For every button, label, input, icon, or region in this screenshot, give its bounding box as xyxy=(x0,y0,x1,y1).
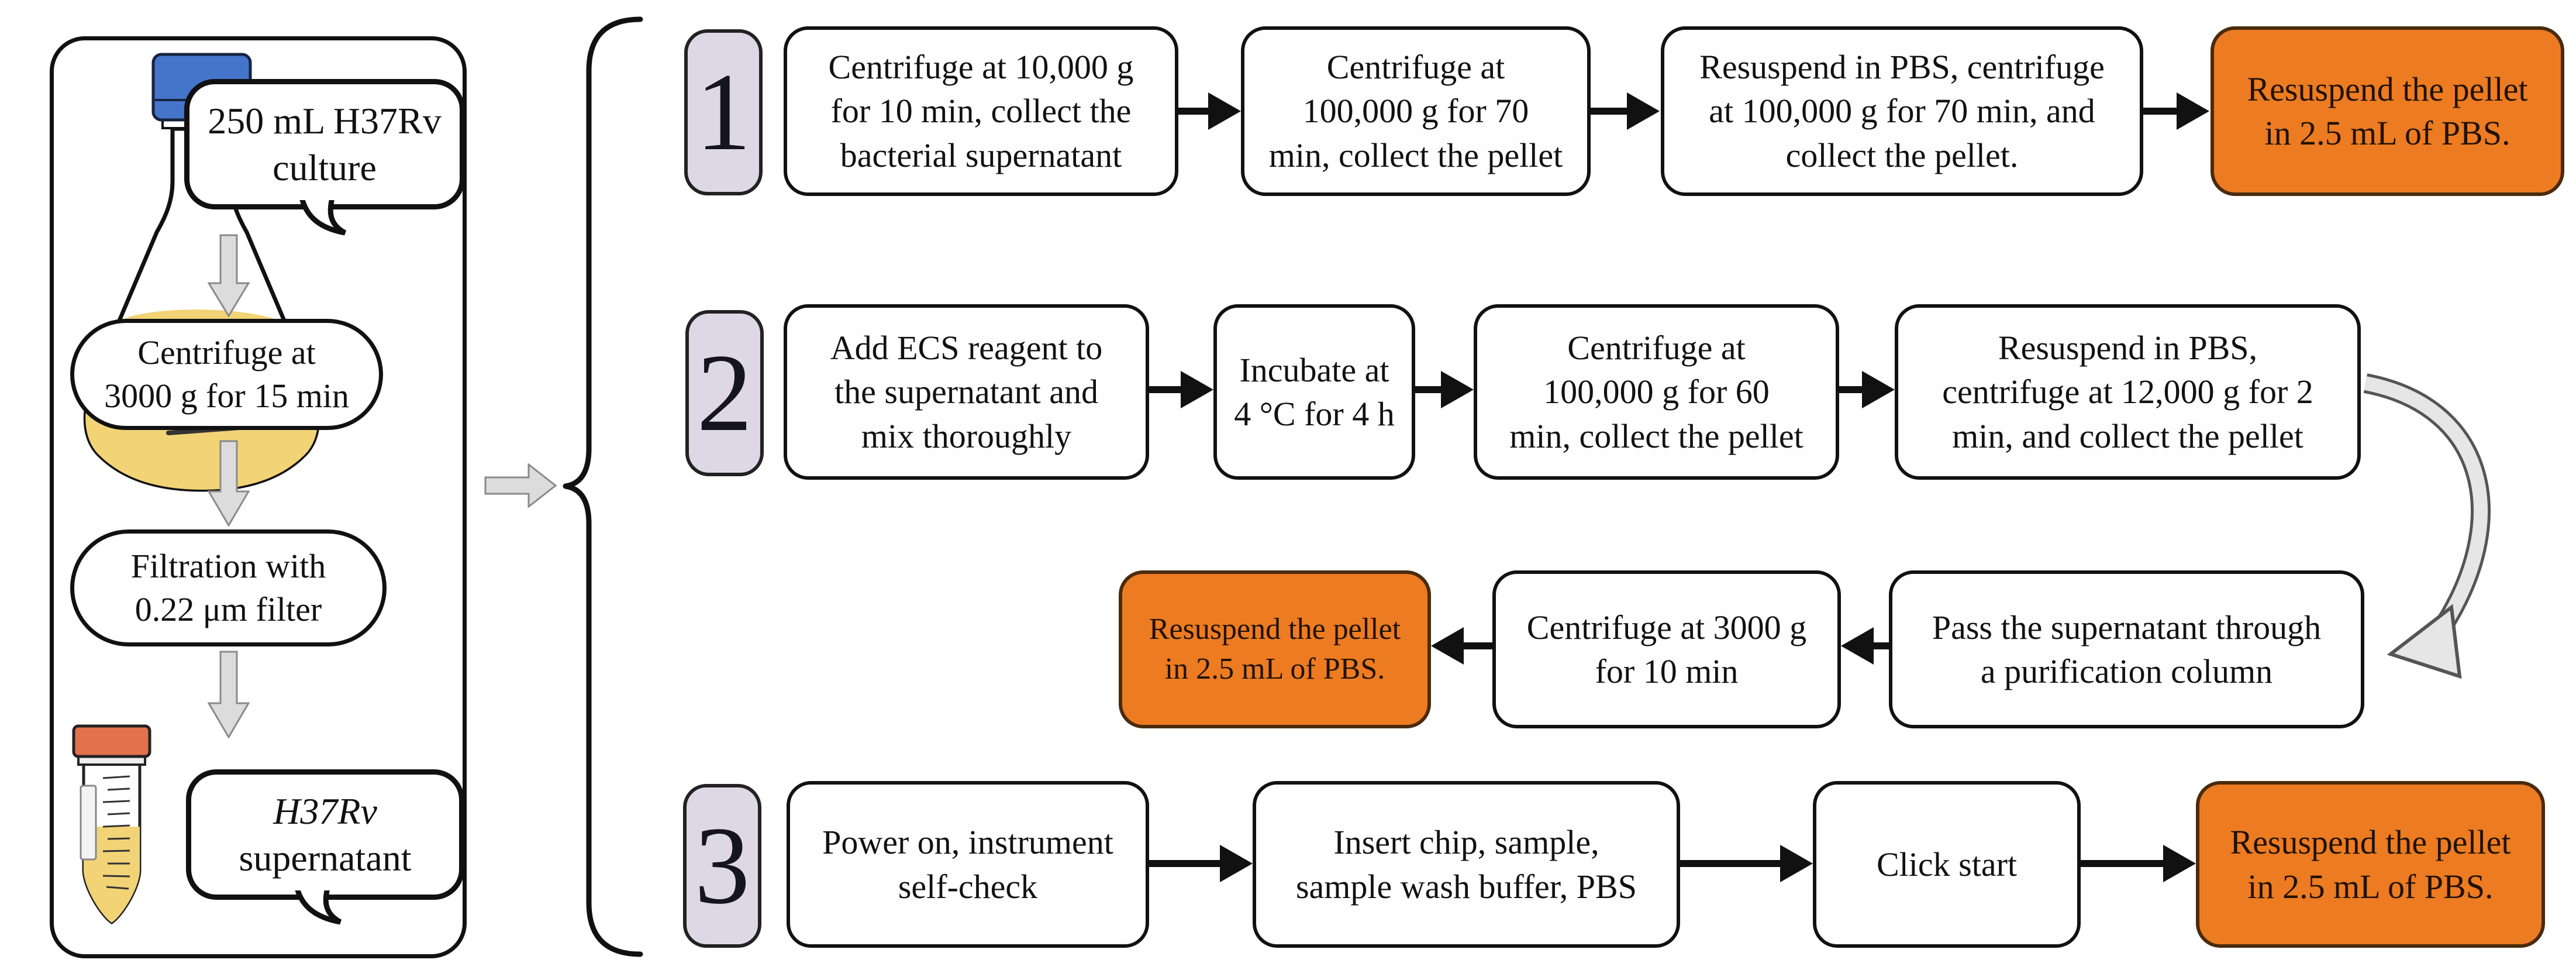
step-box: Centrifuge at 3000 g for 10 min xyxy=(1492,570,1841,728)
result-box: Resuspend the pellet in 2.5 mL of PBS. xyxy=(2196,781,2545,948)
step-number-3: 3 xyxy=(683,784,761,948)
step-box: Resuspend in PBS, centrifuge at 12,000 g… xyxy=(1895,304,2361,480)
step-box: Incubate at 4 °C for 4 h xyxy=(1213,304,1415,480)
arrow-right-icon xyxy=(1149,845,1253,882)
step-box: Resuspend in PBS, centrifuge at 100,000 … xyxy=(1661,26,2143,196)
arrow-right-icon xyxy=(2081,845,2196,882)
supernatant-bubble-strain: H37Rv xyxy=(273,790,377,832)
down-arrow-icon xyxy=(208,440,250,527)
step-box: Centrifuge at 100,000 g for 60 min, coll… xyxy=(1474,304,1839,480)
arrow-right-icon xyxy=(1148,371,1213,408)
arrow-right-icon xyxy=(1680,845,1813,882)
filtration-step: Filtration with 0.22 μm filter xyxy=(70,529,387,646)
down-arrow-icon xyxy=(208,651,250,738)
right-arrow-icon xyxy=(484,463,557,508)
arrow-right-icon xyxy=(1838,371,1895,408)
arrow-left-icon xyxy=(1431,627,1492,665)
step-box: Add ECS reagent to the supernatant and m… xyxy=(784,304,1149,480)
supernatant-bubble: H37Rv supernatant xyxy=(186,769,464,900)
arrow-right-icon xyxy=(2142,92,2209,130)
step-box: Power on, instrument self-check xyxy=(787,781,1149,948)
supernatant-bubble-word: supernatant xyxy=(239,837,412,879)
arrow-left-icon xyxy=(1841,627,1889,665)
down-arrow-icon xyxy=(208,234,250,317)
culture-bubble-tail-icon xyxy=(299,200,347,236)
step-box: Pass the supernatant through a purificat… xyxy=(1889,570,2364,728)
result-box: Resuspend the pellet in 2.5 mL of PBS. xyxy=(1119,570,1431,728)
step-box: Click start xyxy=(1813,781,2081,948)
arrow-right-icon xyxy=(1415,371,1474,408)
step-box: Centrifuge at 100,000 g for 70 min, coll… xyxy=(1241,26,1591,196)
tube-icon xyxy=(72,724,151,925)
curly-brace-icon xyxy=(563,16,643,957)
arrow-right-icon xyxy=(1591,92,1660,130)
arrow-right-icon xyxy=(1177,92,1241,130)
step-number-2: 2 xyxy=(685,310,764,476)
result-box: Resuspend the pellet in 2.5 mL of PBS. xyxy=(2211,26,2564,196)
supernatant-bubble-tail-icon xyxy=(295,890,342,925)
curved-arrow-icon xyxy=(2363,373,2491,679)
culture-bubble: 250 mL H37Rv culture xyxy=(184,79,465,209)
centrifuge-3000-step: Centrifuge at 3000 g for 15 min xyxy=(70,319,383,430)
step-box: Insert chip, sample, sample wash buffer,… xyxy=(1253,781,1680,948)
step-number-1: 1 xyxy=(684,29,763,195)
step-box: Centrifuge at 10,000 g for 10 min, colle… xyxy=(784,26,1178,196)
